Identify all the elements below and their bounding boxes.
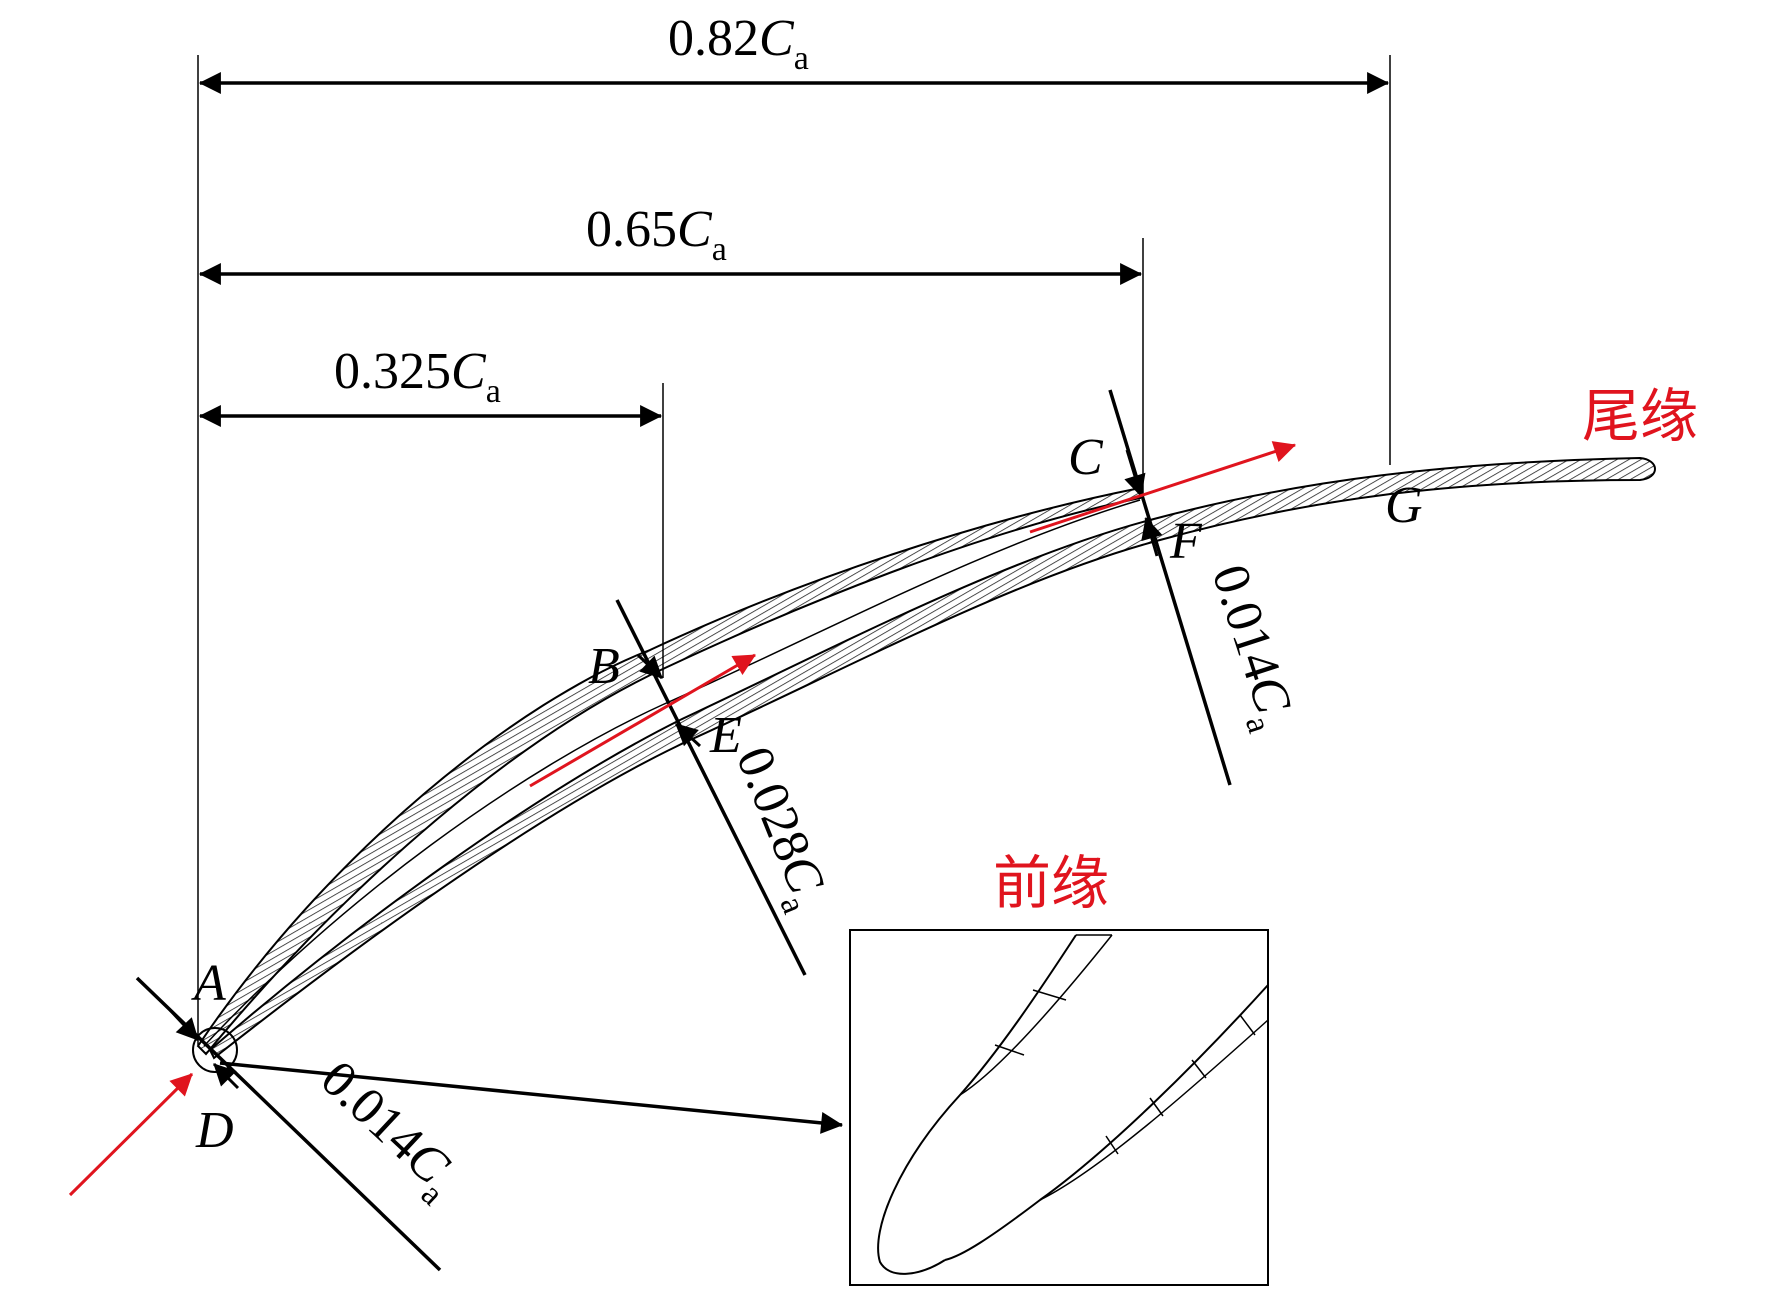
- dim-label-top: 0.82Ca: [668, 10, 809, 77]
- inset-tick-7: [1105, 1135, 1119, 1155]
- dim-label-lower: 0.325Ca: [334, 343, 501, 410]
- arrow-at-d: [212, 1062, 240, 1090]
- inset-tick-6: [1149, 1097, 1164, 1117]
- arrow-at-e: [674, 722, 702, 748]
- leading-edge-label: 前缘: [993, 849, 1109, 917]
- blade-slot-line: [203, 499, 1141, 1047]
- arrow-at-a: [168, 1008, 200, 1042]
- inset-tick-4: [1239, 1014, 1256, 1036]
- inset-frame: [849, 929, 1269, 1286]
- arrow-at-c: [1124, 449, 1146, 498]
- point-label-a: A: [191, 955, 226, 1012]
- arrow-at-f: [1141, 516, 1163, 557]
- inset-second-outer: [944, 984, 1269, 1261]
- point-label-c: C: [1068, 429, 1104, 486]
- point-label-f: F: [1169, 513, 1203, 570]
- leading-edge-inset: [849, 929, 1269, 1286]
- flow-arrow-inlet: [68, 1072, 194, 1197]
- inset-tick-2: [1032, 989, 1067, 1001]
- inset-pointer-arrow: [219, 1061, 844, 1134]
- leading-edge-circle: [192, 1027, 238, 1073]
- point-label-e: E: [709, 707, 742, 764]
- flow-arrow-rear: [1029, 441, 1297, 534]
- point-label-b: B: [588, 638, 620, 695]
- flow-arrow-mid: [529, 653, 756, 788]
- inset-inner-profile: [959, 934, 1113, 1096]
- point-label-g: G: [1385, 477, 1423, 534]
- inset-second-inner: [1039, 1019, 1269, 1201]
- gap-label-front: 0.014Ca: [303, 1050, 471, 1213]
- arrow-at-b: [636, 653, 664, 680]
- inset-outer-profile: [877, 934, 1077, 1275]
- gap-label-mid: 0.028Ca: [716, 739, 841, 919]
- point-label-d: D: [195, 1102, 234, 1159]
- blade-front-segment: [196, 486, 1141, 1056]
- trailing-edge-label: 尾缘: [1582, 382, 1698, 450]
- inset-tick-3: [994, 1044, 1025, 1056]
- inset-tick-5: [1191, 1059, 1207, 1079]
- dim-label-middle: 0.65Ca: [586, 201, 727, 268]
